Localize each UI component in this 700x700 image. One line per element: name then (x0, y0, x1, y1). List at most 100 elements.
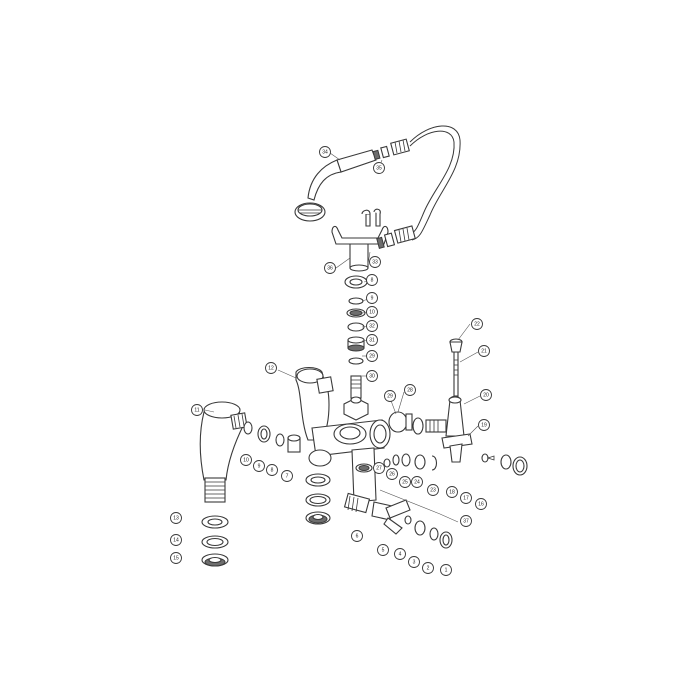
callout-20: 20 (480, 389, 492, 401)
callout-4: 4 (394, 548, 406, 560)
callout-2: 2 (422, 562, 434, 574)
callout-circle (366, 292, 378, 304)
callout-circle (475, 498, 487, 510)
mixer-body (295, 366, 391, 503)
callout-number: 7 (286, 473, 289, 479)
callout-circle (480, 389, 492, 401)
callout-circle (266, 464, 278, 476)
callout-number: 6 (356, 533, 359, 539)
callout-21: 21 (478, 345, 490, 357)
callout-circle (373, 162, 385, 174)
callout-number: 35 (376, 165, 382, 171)
callout-5: 5 (377, 544, 389, 556)
callout-29: 29 (366, 350, 378, 362)
callout-circle (478, 345, 490, 357)
callout-32: 32 (366, 320, 378, 332)
callout-number: 4 (399, 551, 402, 557)
callout-circle (324, 262, 336, 274)
callout-circle (478, 419, 490, 431)
callout-circle (446, 486, 458, 498)
callout-circle (351, 530, 363, 542)
callout-number: 34 (322, 149, 328, 155)
callout-number: 29 (369, 353, 375, 359)
callout-number: 16 (478, 501, 484, 507)
callout-number: 20 (483, 392, 489, 398)
callout-17: 17 (460, 492, 472, 504)
callout-number: 2 (427, 565, 430, 571)
hose-connector-top (372, 138, 410, 160)
callout-number: 5 (382, 547, 385, 553)
callout-number: 14 (173, 537, 179, 543)
callout-number: 22 (474, 321, 480, 327)
callout-3: 3 (408, 556, 420, 568)
callout-circle (319, 146, 331, 158)
callout-circle (170, 552, 182, 564)
callout-circle (408, 556, 420, 568)
callout-number: 18 (449, 489, 455, 495)
callout-number: 26 (389, 471, 395, 477)
callout-circle (265, 362, 277, 374)
callout-number: 3 (413, 559, 416, 565)
callout-number: 23 (430, 487, 436, 493)
callout-circle (253, 460, 265, 472)
lower-valve-group (343, 492, 453, 549)
callout-number: 32 (369, 323, 375, 329)
riser-stack (343, 275, 369, 421)
right-valve-group (383, 338, 528, 476)
callout-19: 19 (478, 419, 490, 431)
callout-circle (366, 350, 378, 362)
callout-number: 21 (481, 348, 487, 354)
callout-circle (404, 384, 416, 396)
callout-circle (394, 548, 406, 560)
callout-circle (369, 256, 381, 268)
callout-circle (386, 468, 398, 480)
shower-hose (409, 125, 461, 241)
callout-1: 1 (440, 564, 452, 576)
callout-number: 19 (481, 422, 487, 428)
callout-number: 12 (268, 365, 274, 371)
callout-29: 29 (384, 390, 396, 402)
callout-circle (399, 476, 411, 488)
callout-number: 36 (327, 265, 333, 271)
callout-circle (191, 404, 203, 416)
handset-cradle (331, 208, 389, 272)
callout-25: 25 (399, 476, 411, 488)
callout-circle (170, 534, 182, 546)
callout-circle (427, 484, 439, 496)
callout-circle (440, 564, 452, 576)
callout-28: 28 (404, 384, 416, 396)
callout-number: 31 (369, 337, 375, 343)
callout-30: 30 (366, 370, 378, 382)
shower-handset (294, 149, 377, 222)
callout-circle (373, 462, 385, 474)
callout-circle (366, 370, 378, 382)
callout-circle (411, 476, 423, 488)
callout-circle (384, 390, 396, 402)
callout-number: 8 (371, 277, 374, 283)
hose-connector-cradle (376, 225, 416, 249)
callout-circle (240, 454, 252, 466)
left-pillar-assembly (199, 401, 301, 567)
callout-circle (471, 318, 483, 330)
callout-14: 14 (170, 534, 182, 546)
callout-number: 10 (369, 309, 375, 315)
callout-circle (377, 544, 389, 556)
callout-number: 30 (369, 373, 375, 379)
callout-number: 8 (271, 467, 274, 473)
callout-circle (366, 320, 378, 332)
callout-18: 18 (446, 486, 458, 498)
callout-circle (170, 512, 182, 524)
callout-number: 25 (402, 479, 408, 485)
callout-circle (366, 274, 378, 286)
callout-9: 9 (366, 292, 378, 304)
callout-number: 9 (258, 463, 261, 469)
callout-13: 13 (170, 512, 182, 524)
callout-36: 36 (324, 262, 336, 274)
callout-27: 27 (373, 462, 385, 474)
callout-number: 24 (414, 479, 420, 485)
callout-12: 12 (265, 362, 277, 374)
callout-10: 10 (240, 454, 252, 466)
callout-number: 27 (376, 465, 382, 471)
callout-circle (366, 306, 378, 318)
